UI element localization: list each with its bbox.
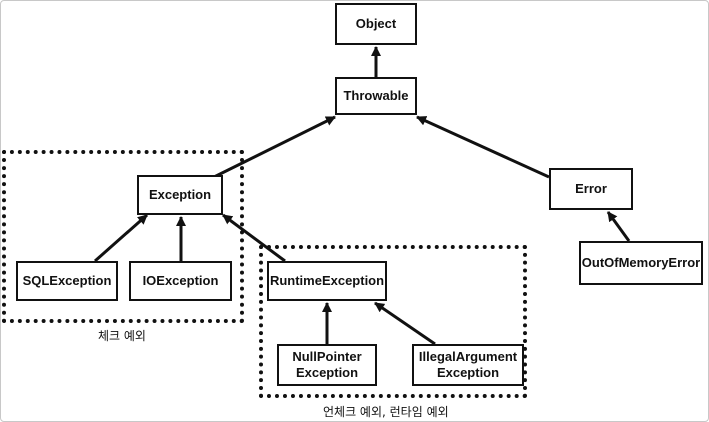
node-outofmemoryerror: OutOfMemoryError (579, 241, 703, 285)
arrow-runtimeexception-to-exception (222, 213, 286, 263)
checked-exception-label: 체크 예외 (98, 329, 146, 343)
node-runtimeexception: RuntimeException (267, 261, 387, 301)
node-object: Object (335, 3, 417, 45)
node-ioexception: IOException (129, 261, 232, 301)
node-sqlexception: SQLException (16, 261, 118, 301)
arrow-illegalargument-to-runtimeexception (374, 301, 436, 346)
arrow-outofmemoryerror-to-error (606, 211, 631, 242)
arrow-sqlexception-to-exception (94, 213, 148, 263)
node-error: Error (549, 168, 633, 210)
unchecked-exception-group (259, 245, 527, 398)
node-illegalargumentexception: IllegalArgument Exception (412, 344, 524, 386)
node-throwable: Throwable (335, 77, 417, 115)
node-exception: Exception (137, 175, 223, 215)
node-nullpointerexception: NullPointer Exception (277, 344, 377, 386)
checked-exception-group (2, 150, 244, 323)
arrow-error-to-throwable (416, 115, 550, 179)
unchecked-exception-label: 언체크 예외, 런타임 예외 (323, 405, 449, 419)
arrow-exception-to-throwable (213, 115, 336, 179)
